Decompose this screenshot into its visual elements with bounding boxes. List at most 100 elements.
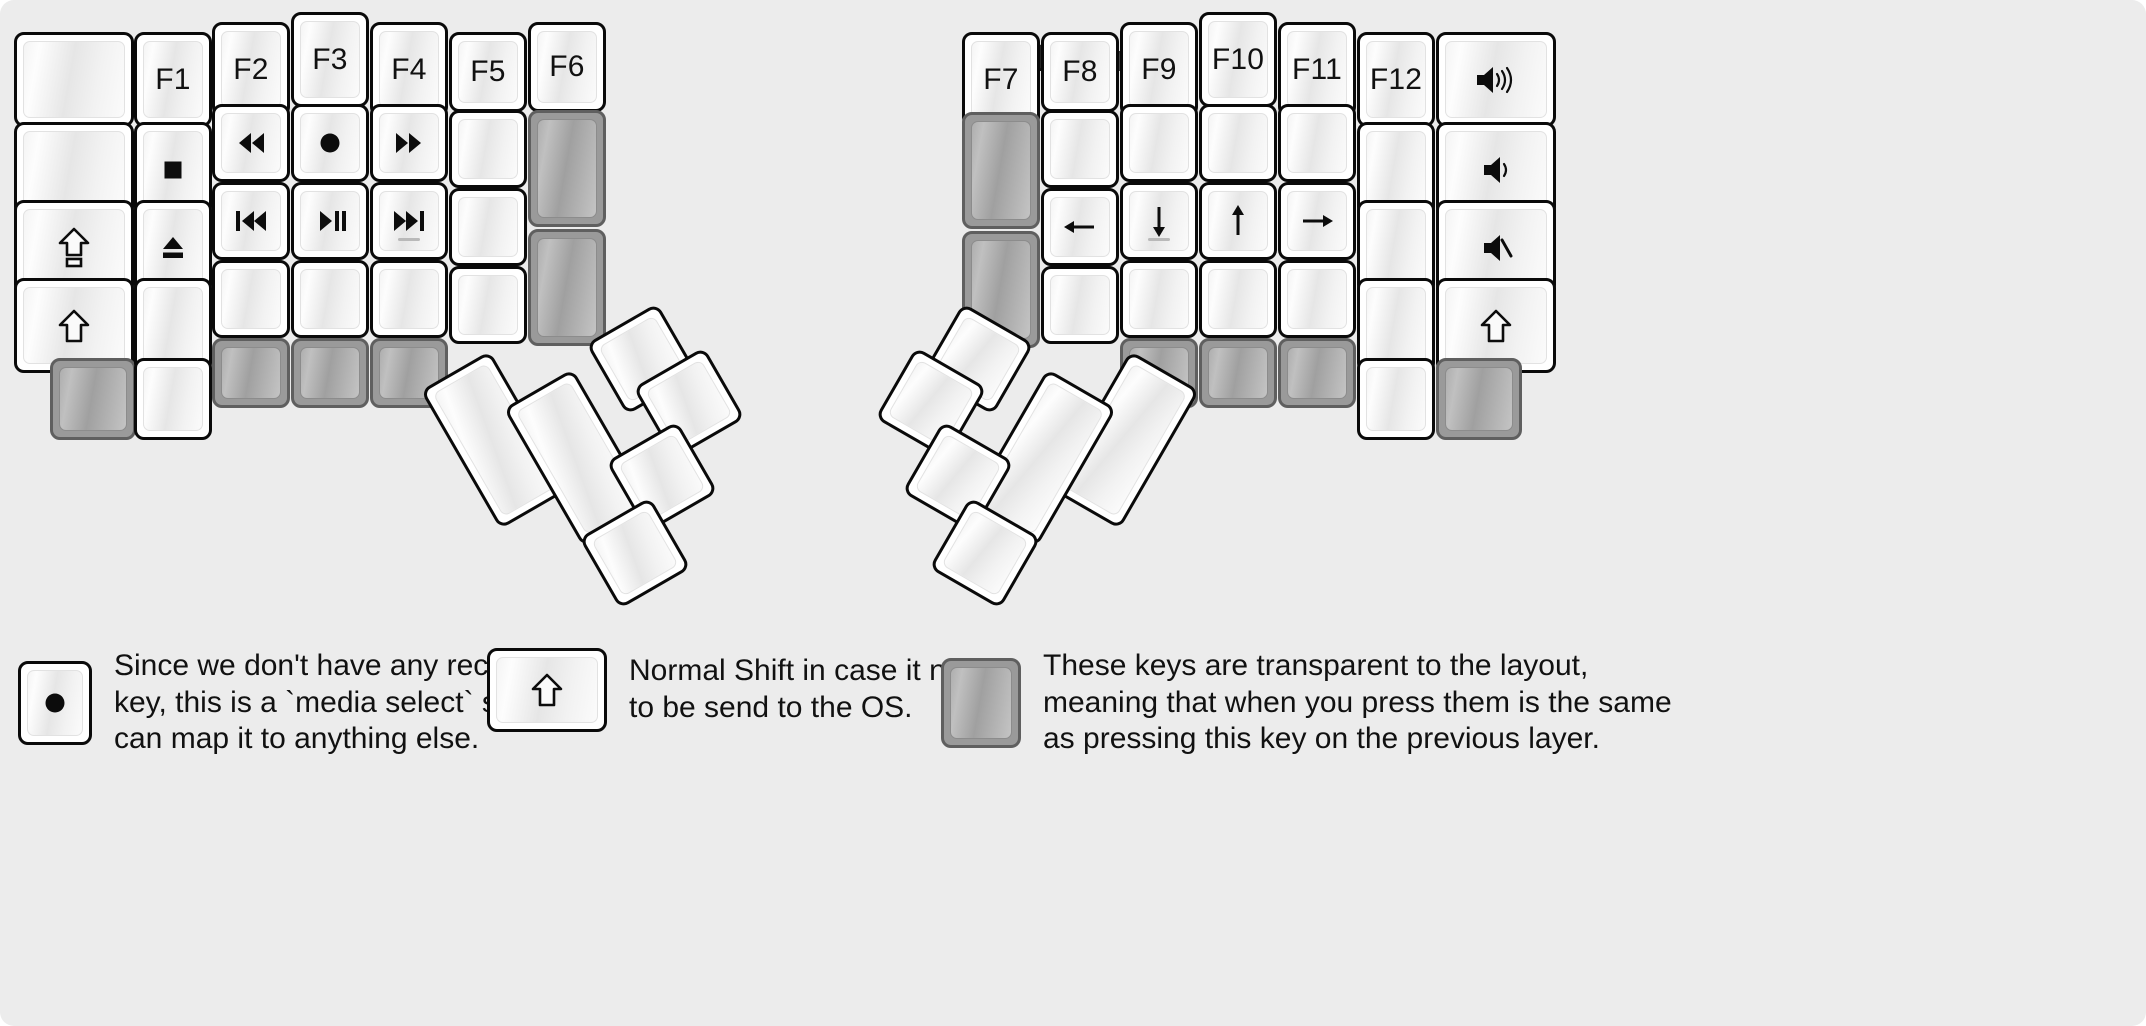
keycap-surface xyxy=(221,269,281,329)
key-r-c5-r3[interactable] xyxy=(1278,182,1356,260)
home-row-bump xyxy=(1148,238,1170,241)
keycap-surface xyxy=(1366,209,1426,286)
key-l-c4-r2[interactable] xyxy=(291,104,369,182)
key-r-c5-r1[interactable]: F11 xyxy=(1278,22,1356,117)
keycap-surface xyxy=(300,347,360,399)
key-r-c2-r3[interactable] xyxy=(1041,188,1119,266)
keycap-surface xyxy=(1208,347,1268,399)
keycap-surface: F4 xyxy=(379,31,439,108)
key-l-c2-r4[interactable] xyxy=(134,278,212,373)
key-r-c3-r4[interactable] xyxy=(1120,260,1198,338)
keycap-surface: F9 xyxy=(1129,31,1189,108)
arrow-down-icon xyxy=(1145,201,1173,241)
key-l-c4-r1[interactable]: F3 xyxy=(291,12,369,107)
key-l-c7-r1[interactable]: F6 xyxy=(528,22,606,112)
key-r-c5-r4[interactable] xyxy=(1278,260,1356,338)
key-label: F11 xyxy=(1291,52,1343,86)
legend-transparent-sample-key[interactable] xyxy=(941,657,1021,748)
keycap-surface: F2 xyxy=(221,31,281,108)
key-l-c5-r1[interactable]: F4 xyxy=(370,22,448,117)
key-l-c6-r3[interactable] xyxy=(449,188,527,266)
key-r-c4-r1[interactable]: F10 xyxy=(1199,12,1277,107)
key-r-c7-r5[interactable] xyxy=(1436,358,1522,440)
key-l-c5-r5[interactable] xyxy=(370,338,448,408)
key-l-c1-r5[interactable] xyxy=(50,358,136,440)
key-label: F12 xyxy=(1369,62,1423,96)
keycap-surface xyxy=(379,269,439,329)
record-icon xyxy=(310,123,350,163)
keycap-surface xyxy=(537,238,597,337)
key-l-c4-r5[interactable] xyxy=(291,338,369,408)
key-l-c3-r1[interactable]: F2 xyxy=(212,22,290,117)
keycap-surface xyxy=(1208,269,1268,329)
keycap-surface xyxy=(59,367,127,431)
key-r-c5-r2[interactable] xyxy=(1278,104,1356,182)
shift-arrow-icon xyxy=(530,672,564,708)
volume-down-icon xyxy=(1478,152,1514,188)
key-l-c1-r1[interactable] xyxy=(14,32,134,127)
arrow-right-icon xyxy=(1297,207,1337,235)
key-l-c4-r3[interactable] xyxy=(291,182,369,260)
key-r-c1-r3[interactable] xyxy=(962,231,1040,348)
key-l-c6-r2[interactable] xyxy=(449,110,527,188)
key-l-c7-r3[interactable] xyxy=(528,229,606,346)
key-l-c3-r3[interactable] xyxy=(212,182,290,260)
keycap-surface xyxy=(221,113,281,173)
keycap-surface xyxy=(458,275,518,335)
key-l-c5-r4[interactable] xyxy=(370,260,448,338)
key-l-c5-r3[interactable] xyxy=(370,182,448,260)
key-r-c2-r2[interactable] xyxy=(1041,110,1119,188)
key-l-c6-r4[interactable] xyxy=(449,266,527,344)
key-l-c3-r2[interactable] xyxy=(212,104,290,182)
key-r-c3-r1[interactable]: F9 xyxy=(1120,22,1198,117)
keycap-surface xyxy=(379,113,439,173)
legend-transparent-description: These keys are transparent to the layout… xyxy=(1043,649,1672,756)
key-r-c6-r4[interactable] xyxy=(1357,278,1435,373)
key-l-c3-r4[interactable] xyxy=(212,260,290,338)
keycap-surface xyxy=(143,287,203,364)
key-r-c3-r2[interactable] xyxy=(1120,104,1198,182)
keycap-surface xyxy=(23,131,125,208)
key-r-c4-r2[interactable] xyxy=(1199,104,1277,182)
key-l-c2-r5[interactable] xyxy=(134,358,212,440)
key-r-c7-r1[interactable] xyxy=(1436,32,1556,127)
key-r-c1-r1[interactable]: F7 xyxy=(962,32,1040,127)
key-label: F6 xyxy=(549,50,585,83)
key-r-c6-r1[interactable]: F12 xyxy=(1357,32,1435,127)
keycap-surface xyxy=(458,197,518,257)
legend-record-sample-key[interactable] xyxy=(18,660,92,745)
key-label: F3 xyxy=(312,42,348,76)
keycap-surface xyxy=(1445,131,1547,208)
key-r-c2-r1[interactable]: F8 xyxy=(1041,32,1119,112)
key-r-c7-r4[interactable] xyxy=(1436,278,1556,373)
keycap-surface xyxy=(1129,269,1189,329)
key-l-c5-r2[interactable] xyxy=(370,104,448,182)
keycap-surface xyxy=(537,119,597,218)
key-r-c6-r5[interactable] xyxy=(1357,358,1435,440)
key-label: F8 xyxy=(1062,55,1098,88)
legend-shift-sample-key[interactable] xyxy=(487,648,607,732)
key-l-c2-r1[interactable]: F1 xyxy=(134,32,212,127)
key-r-c5-r5[interactable] xyxy=(1278,338,1356,408)
key-r-c4-r5[interactable] xyxy=(1199,338,1277,408)
keycap-surface xyxy=(1287,347,1347,399)
key-l-c7-r2[interactable] xyxy=(528,110,606,227)
key-l-c4-r4[interactable] xyxy=(291,260,369,338)
keycap-surface: F11 xyxy=(1287,31,1347,108)
key-l-c3-r5[interactable] xyxy=(212,338,290,408)
key-label: F5 xyxy=(470,55,506,88)
key-l-c6-r1[interactable]: F5 xyxy=(449,32,527,112)
rewind-icon xyxy=(231,123,271,163)
key-r-c2-r4[interactable] xyxy=(1041,266,1119,344)
key-r-c3-r3[interactable] xyxy=(1120,182,1198,260)
keycap-surface xyxy=(591,509,679,597)
key-r-c4-r4[interactable] xyxy=(1199,260,1277,338)
keycap-surface: F3 xyxy=(300,21,360,98)
key-r-c1-r2[interactable] xyxy=(962,112,1040,229)
key-r-c4-r3[interactable] xyxy=(1199,182,1277,260)
next-track-icon xyxy=(389,201,429,241)
key-l-c2-r3[interactable] xyxy=(134,200,212,295)
keycap-surface xyxy=(458,119,518,179)
keycap-surface xyxy=(143,209,203,286)
shift-arrow-icon xyxy=(1479,308,1513,344)
